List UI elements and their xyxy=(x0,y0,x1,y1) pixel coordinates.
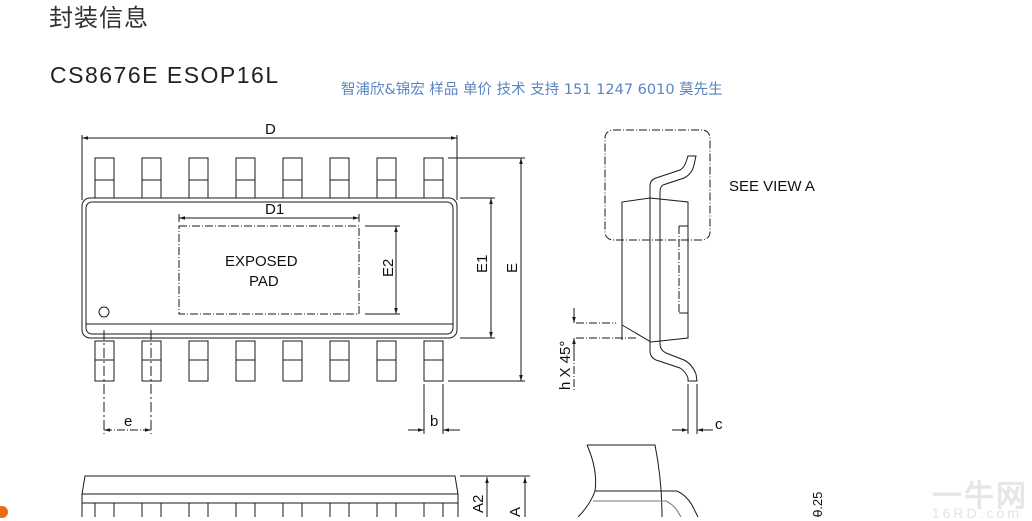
dimension-labels: D D1 EXPOSED PAD E2 E1 E e b SEE VIEW A … xyxy=(124,121,825,517)
dim-label-D: D xyxy=(265,121,276,138)
dim-label-E1: E1 xyxy=(474,255,491,273)
dim-label-gauge: 0.25 xyxy=(810,492,825,517)
pad-label-line2: PAD xyxy=(249,273,279,290)
watermark-url: 16RD.com xyxy=(931,505,1022,521)
top-view xyxy=(81,135,525,434)
bottom-pins xyxy=(94,340,444,382)
corner-logo-icon xyxy=(0,506,8,518)
page-heading: 封装信息 xyxy=(49,4,149,32)
detail-view-a xyxy=(577,444,819,517)
contact-note: 智浦欣&锦宏 样品 单价 技术 支持 151 1247 6010 莫先生 xyxy=(341,82,723,98)
front-view xyxy=(81,475,530,517)
dim-label-e: e xyxy=(124,413,132,430)
dim-label-D1: D1 xyxy=(265,201,284,218)
see-view-a-label: SEE VIEW A xyxy=(729,178,815,195)
dim-label-A: A xyxy=(507,507,524,517)
dim-label-b: b xyxy=(430,413,438,430)
top-pins xyxy=(94,157,444,199)
dim-label-h: h X 45° xyxy=(557,341,574,390)
dim-label-E: E xyxy=(504,263,521,273)
part-title: CS8676E ESOP16L xyxy=(50,62,280,88)
dim-label-c: c xyxy=(715,416,723,433)
dim-label-E2: E2 xyxy=(380,259,397,277)
side-view xyxy=(572,129,713,434)
pad-label-line1: EXPOSED xyxy=(225,253,298,270)
watermark-logo: 一牛网 xyxy=(932,480,1028,513)
dim-label-A2: A2 xyxy=(470,495,487,513)
